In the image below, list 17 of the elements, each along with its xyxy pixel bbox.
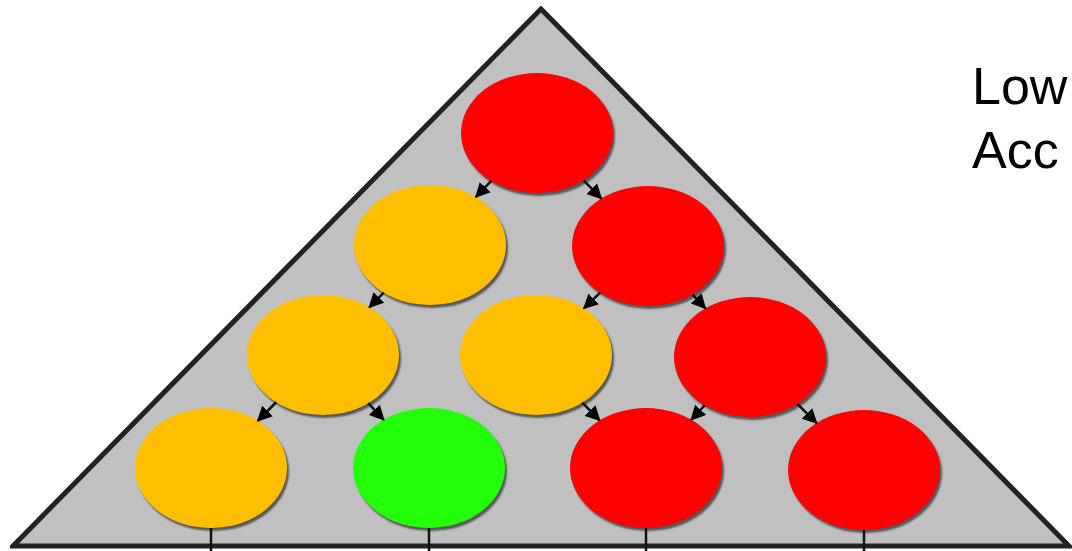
label-text: Low: [972, 56, 1068, 117]
arrow: [690, 293, 707, 310]
line: [644, 528, 648, 551]
arrow: [368, 291, 385, 309]
line: [209, 528, 213, 551]
line: [427, 528, 431, 551]
label-text: Acc: [972, 120, 1060, 181]
arrow: [256, 401, 278, 422]
arrow: [474, 180, 493, 198]
arrow: [583, 291, 601, 310]
arrow: [690, 404, 707, 421]
line: [862, 530, 866, 551]
arrow: [581, 401, 601, 422]
arrow: [582, 179, 603, 200]
arrow: [367, 402, 385, 421]
arrow: [796, 403, 818, 424]
triangle: [10, 6, 1072, 550]
